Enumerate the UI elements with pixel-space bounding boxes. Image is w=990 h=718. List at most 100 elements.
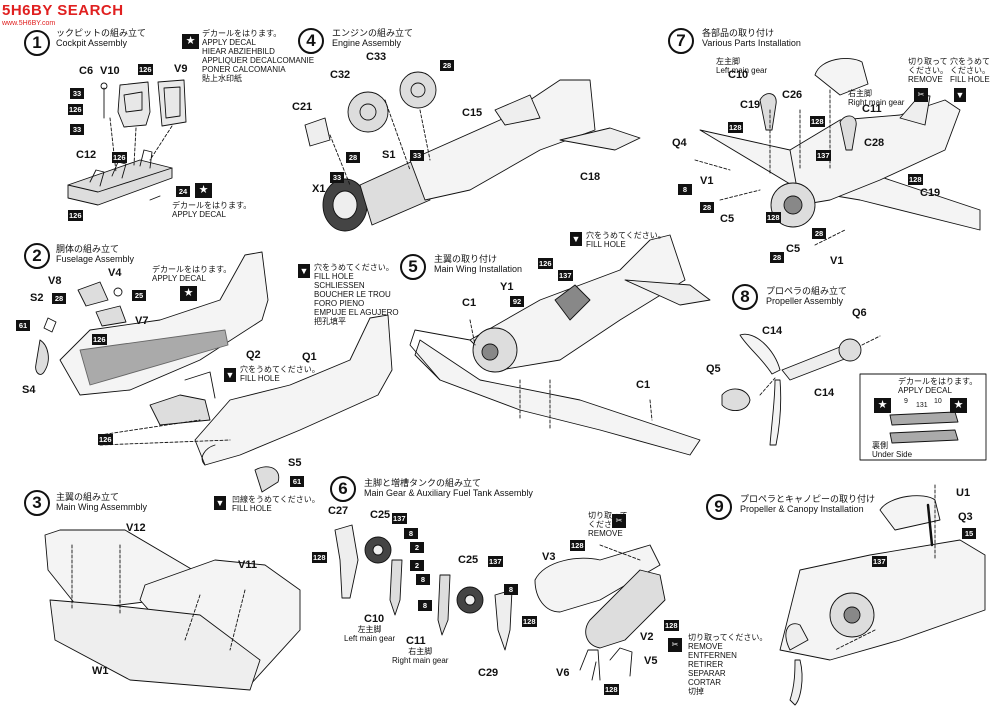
underside-note: 裏側 Under Side bbox=[872, 441, 913, 459]
step-4-title-jp: エンジンの組み立て bbox=[332, 28, 414, 38]
fill-hole-icon: ▼ bbox=[214, 496, 226, 510]
part-number-10: 10 bbox=[934, 398, 942, 405]
step-4-number: 4 bbox=[298, 28, 324, 54]
fill-hole-icon: ▼ bbox=[298, 264, 310, 278]
part-label-v5: V5 bbox=[644, 655, 658, 667]
part-label-c19-right: C19 bbox=[920, 187, 941, 199]
c11-sub-note: 右主脚 Right main gear bbox=[392, 647, 449, 665]
part-number-box: 128 bbox=[522, 616, 537, 627]
decal-star-icon: ★ bbox=[874, 398, 891, 413]
part-number-box: 126 bbox=[68, 210, 83, 221]
engine-assembly-drawing bbox=[304, 71, 641, 232]
part-number-box: 24 bbox=[176, 186, 190, 197]
part-number-box: 28 bbox=[346, 152, 360, 163]
part-number-box: 28 bbox=[770, 252, 784, 263]
step-1-title-jp: ックピットの組み立て bbox=[56, 28, 147, 38]
part-label-s5: S5 bbox=[288, 457, 302, 469]
part-number-box: 15 bbox=[962, 528, 976, 539]
step-3-number: 3 bbox=[24, 490, 50, 516]
step8-decal-note: デカールをはります。 APPLY DECAL bbox=[898, 377, 978, 395]
step-1-title-en: Cockpit Assembly bbox=[56, 38, 128, 49]
step-8-title: プロペラの組み立て Propeller Assembly bbox=[766, 286, 847, 307]
step-4-title: エンジンの組み立て Engine Assembly bbox=[332, 28, 413, 49]
step-5-title: 主翼の取り付け Main Wing Installation bbox=[434, 254, 522, 275]
part-number-box: 128 bbox=[810, 116, 825, 127]
part-label-s2: S2 bbox=[30, 292, 44, 304]
part-label-v7: V7 bbox=[135, 315, 149, 327]
part-number-box: 33 bbox=[330, 172, 344, 183]
part-number-box: 92 bbox=[510, 296, 524, 307]
step7-fill-note: 穴をうめて ください。 FILL HOLE bbox=[950, 57, 990, 84]
part-label-c12: C12 bbox=[76, 149, 97, 161]
step-9-number: 9 bbox=[706, 494, 732, 520]
part-label-c27: C27 bbox=[328, 505, 349, 517]
step-4-title-en: Engine Assembly bbox=[332, 38, 402, 49]
part-number-box: 8 bbox=[404, 528, 418, 539]
part-number-box: 137 bbox=[872, 556, 887, 567]
part-label-v3: V3 bbox=[542, 551, 556, 563]
part-label-c14-bottom: C14 bbox=[814, 387, 835, 399]
step-9-title-jp: プロペラとキャノピーの取り付け bbox=[740, 494, 876, 504]
main-wing-assembly-drawing bbox=[44, 529, 301, 691]
part-label-c26: C26 bbox=[782, 89, 803, 101]
part-number-box: 128 bbox=[312, 552, 327, 563]
part-label-c14-top: C14 bbox=[762, 325, 783, 337]
part-label-s1: S1 bbox=[382, 149, 396, 161]
part-label-c11: C11 bbox=[406, 635, 426, 647]
part-number-box: 126 bbox=[68, 104, 83, 115]
step-6-title: 主脚と増槽タンクの組み立て Main Gear & Auxiliary Fuel… bbox=[364, 478, 533, 499]
step-7-title-jp: 各部品の取り付け bbox=[702, 28, 775, 38]
part-number-box: 137 bbox=[488, 556, 503, 567]
part-label-c1-left: C1 bbox=[462, 297, 477, 309]
part-number-box: 128 bbox=[570, 540, 585, 551]
part-number-131: 131 bbox=[916, 402, 928, 409]
part-label-c33: C33 bbox=[366, 51, 387, 63]
prop-canopy-installation-drawing bbox=[779, 484, 986, 706]
part-number-box: 128 bbox=[766, 212, 781, 223]
remove-icon: ✂ bbox=[668, 638, 682, 652]
part-number-box: 61 bbox=[290, 476, 304, 487]
part-label-v1-left: V1 bbox=[700, 175, 714, 187]
step-8-number: 8 bbox=[732, 284, 758, 310]
part-label-c5-left: C5 bbox=[720, 213, 735, 225]
part-number-box: 25 bbox=[132, 290, 146, 301]
part-number-box: 126 bbox=[92, 334, 107, 345]
watermark-title: 5H6BY SEARCH bbox=[2, 2, 124, 19]
step-8-title-jp: プロペラの組み立て bbox=[766, 286, 848, 296]
right-gear-note: 右主脚 Right main gear bbox=[848, 89, 905, 107]
part-number-box: 128 bbox=[664, 620, 679, 631]
part-label-v12: V12 bbox=[126, 522, 146, 534]
step-9-title-en: Propeller & Canopy Installation bbox=[740, 504, 864, 515]
part-label-q5: Q5 bbox=[706, 363, 721, 375]
part-label-c15: C15 bbox=[462, 107, 483, 119]
part-number-box: 128 bbox=[604, 684, 619, 695]
decal-note-24: デカールをはります。 APPLY DECAL bbox=[172, 201, 252, 219]
fuselage-assembly-drawing bbox=[35, 251, 393, 493]
part-label-u1: U1 bbox=[956, 487, 971, 499]
part-number-box: 137 bbox=[816, 150, 831, 161]
step-3-title-en: Main Wing Assemmbly bbox=[56, 502, 148, 513]
part-label-c10-step7: C10 bbox=[728, 69, 749, 81]
step-5-number: 5 bbox=[400, 254, 426, 280]
step7-remove-note: 切り取って ください。 REMOVE bbox=[908, 57, 948, 84]
part-label-v11: V11 bbox=[238, 559, 257, 571]
part-label-v10: V10 bbox=[100, 65, 120, 77]
decal-star-icon: ★ bbox=[180, 286, 197, 301]
part-number-box: 8 bbox=[678, 184, 692, 195]
step-2-title-en: Fuselage Assembly bbox=[56, 254, 135, 265]
part-label-c28: C28 bbox=[864, 137, 885, 149]
part-number-box: 28 bbox=[812, 228, 826, 239]
part-label-c5-bottom: C5 bbox=[786, 243, 801, 255]
part-label-c25-left: C25 bbox=[370, 509, 391, 521]
remove-note-multilang: 切り取ってください。 REMOVE ENTFERNEN RETIRER SEPA… bbox=[688, 633, 768, 696]
part-label-v6: V6 bbox=[556, 667, 570, 679]
fill-hole-note-q2: 穴をうめてください。 FILL HOLE bbox=[240, 365, 320, 383]
fill-hole-note-step5: 穴をうめてください。 FILL HOLE bbox=[586, 231, 666, 249]
step-2-title: 胴体の組み立て Fuselage Assembly bbox=[56, 244, 134, 265]
step-7-number: 7 bbox=[668, 28, 694, 54]
part-number-box: 2 bbox=[410, 542, 424, 553]
part-number-box: 33 bbox=[410, 150, 424, 161]
fill-hole-note-s5: 凹線をうめてください。 FILL HOLE bbox=[232, 495, 320, 513]
step-6-number: 6 bbox=[330, 476, 356, 502]
